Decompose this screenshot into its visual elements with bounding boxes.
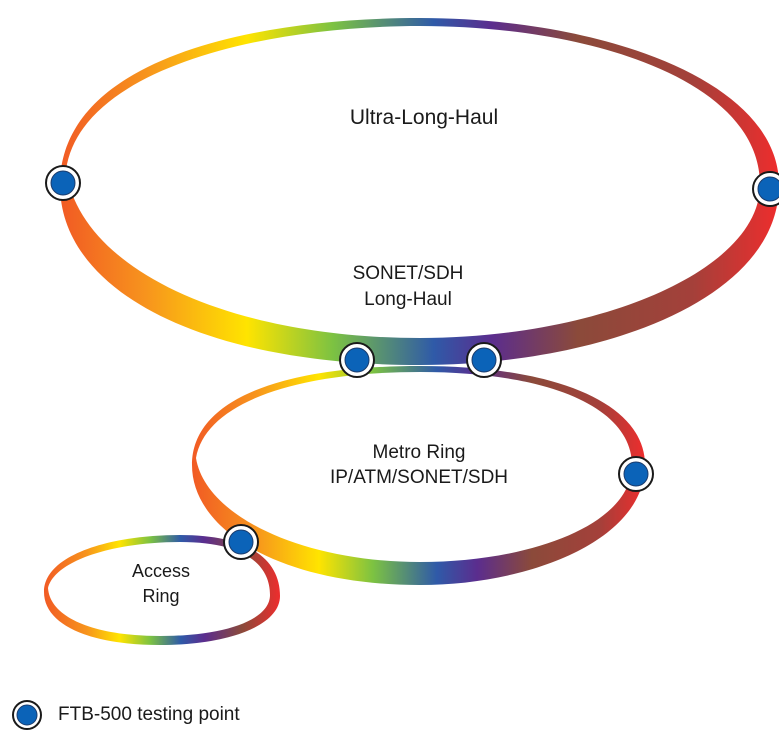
metro-ring-label-line1: Metro Ring: [373, 442, 466, 463]
access-ring-label-line1: Access: [132, 561, 190, 581]
test-point-right: [752, 171, 779, 207]
test-point-metro-right: [618, 456, 654, 492]
ultra-long-haul-ring: [60, 18, 779, 365]
access-ring-label-line2: Ring: [142, 586, 179, 606]
test-point-metro-access: [223, 524, 259, 560]
test-point-left: [45, 165, 81, 201]
test-point-icon: [12, 700, 42, 730]
test-point-longhaul-metro-right: [466, 342, 502, 378]
metro-ring-label-line2: IP/ATM/SONET/SDH: [330, 467, 508, 488]
ultra-long-haul-label: Ultra-Long-Haul: [350, 106, 498, 129]
long-haul-label-line2: Long-Haul: [364, 289, 452, 310]
legend-label: FTB-500 testing point: [58, 704, 240, 725]
test-point-longhaul-metro-left: [339, 342, 375, 378]
legend: FTB-500 testing point: [10, 700, 240, 730]
long-haul-label-line1: SONET/SDH: [353, 263, 464, 284]
